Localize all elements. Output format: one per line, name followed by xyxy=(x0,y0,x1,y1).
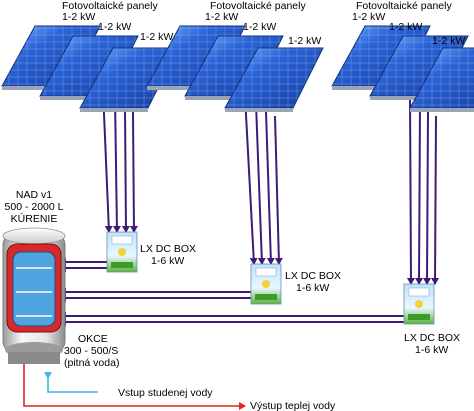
dc-box-name: LX DC BOX xyxy=(285,270,341,282)
water-pipes xyxy=(23,362,246,410)
pv-panel-power-label: 1-2 kW xyxy=(432,35,465,47)
tank-name: NAD v1 xyxy=(16,189,52,201)
dc-wiring xyxy=(59,89,440,326)
tank-volume: 500 - 2000 L xyxy=(5,201,64,213)
dc-box-name: LX DC BOX xyxy=(140,243,196,255)
pv-panel-power-label: 1-2 kW xyxy=(389,21,422,33)
tank-purpose: KÚRENIE xyxy=(11,212,58,225)
pv-group-title: Fotovoltaické panely xyxy=(210,0,306,12)
pv-group-title: Fotovoltaické panely xyxy=(356,0,452,12)
solar-panel xyxy=(409,47,474,112)
dc-box-power: 1-6 kW xyxy=(415,344,448,356)
cold-water-line xyxy=(44,372,98,393)
pv-panel-power-label: 1-2 kW xyxy=(288,35,321,47)
heater-purpose: (pitná voda) xyxy=(64,357,119,369)
hot-water-line xyxy=(23,362,246,410)
pv-panel-power-label: 1-2 kW xyxy=(62,11,95,23)
pv-panel-power-label: 1-2 kW xyxy=(140,31,173,43)
heater-volume: 300 - 500/S xyxy=(64,345,118,357)
drinking-water-heater-inner xyxy=(12,251,56,327)
cold-water-inlet-label: Vstup studenej vody xyxy=(118,387,213,399)
pv-group-title: Fotovoltaické panely xyxy=(62,0,158,12)
pv-panel-power-label: 1-2 kW xyxy=(205,11,238,23)
pv-panel-power-label: 1-2 kW xyxy=(243,21,276,33)
solar-panel xyxy=(79,47,179,112)
hot-water-outlet-label: Výstup teplej vody xyxy=(250,400,336,411)
heater-name: OKCE xyxy=(78,333,108,345)
solar-panel xyxy=(224,47,324,112)
dc-box-name: LX DC BOX xyxy=(404,332,460,344)
pv-panel-power-label: 1-2 kW xyxy=(352,11,385,23)
dc-box-power: 1-6 kW xyxy=(296,282,329,294)
pv-panel-power-label: 1-2 kW xyxy=(98,21,131,33)
heating-coils xyxy=(16,267,52,317)
dc-box-power: 1-6 kW xyxy=(151,255,184,267)
storage-tank xyxy=(2,227,66,364)
